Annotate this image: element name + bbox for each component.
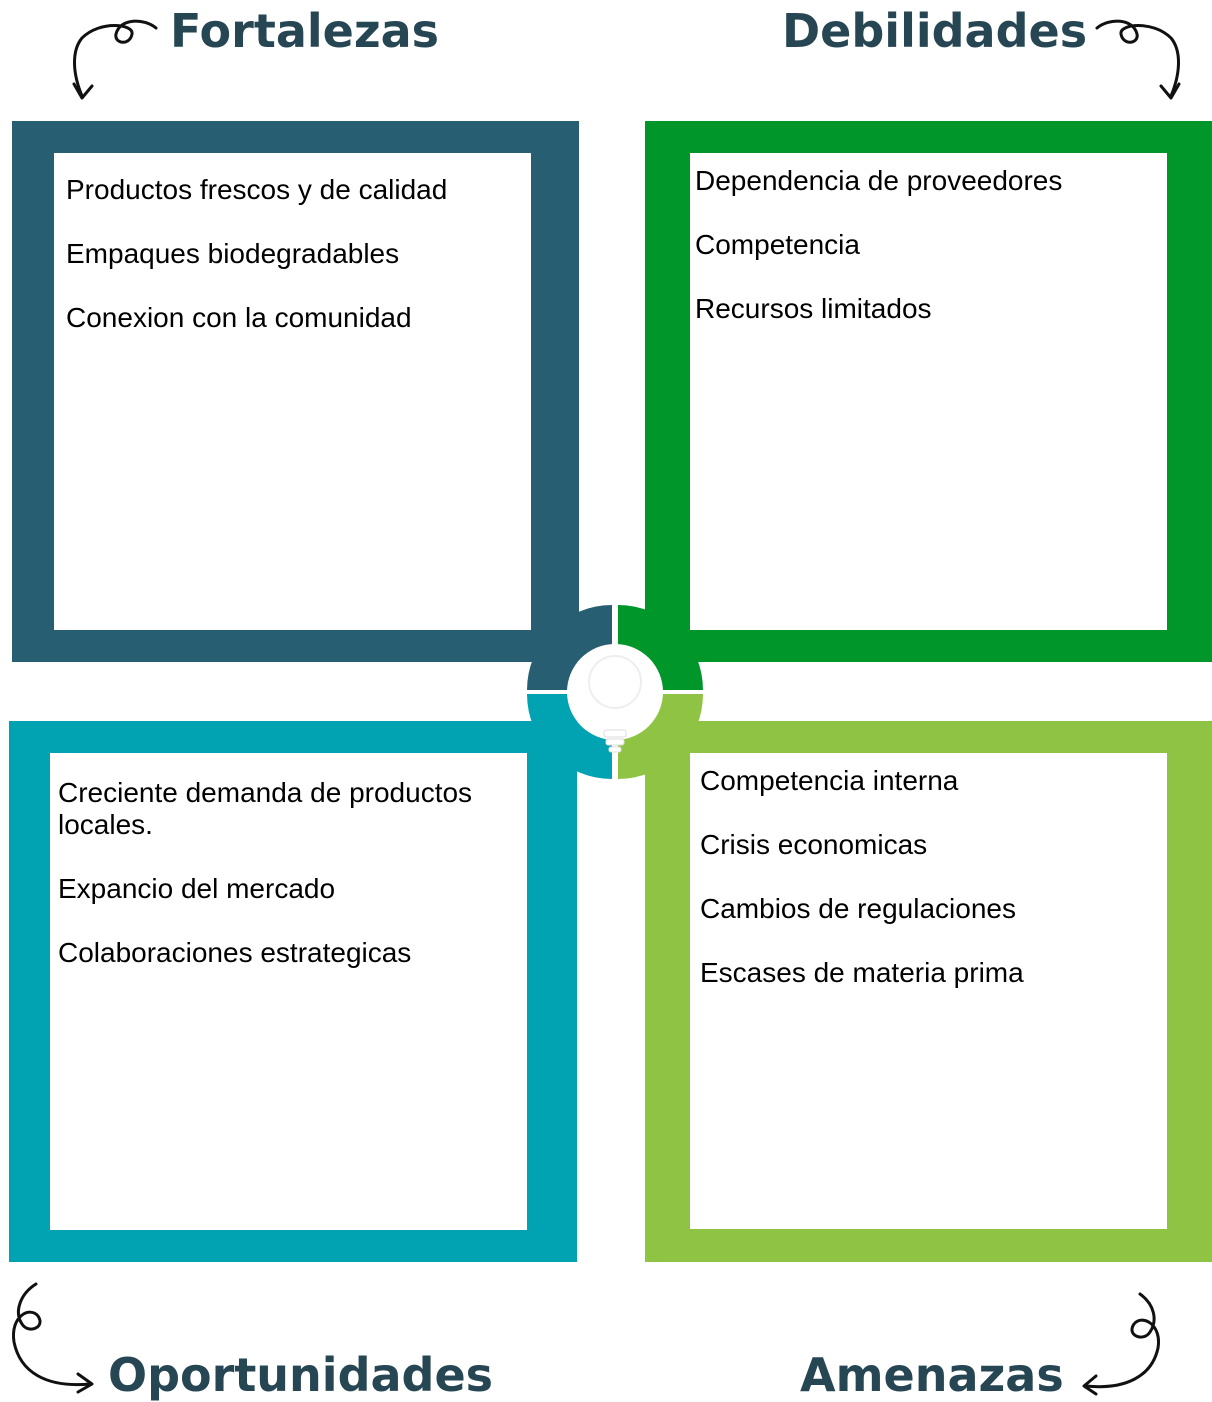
curly-arrow-icon-fortalezas — [72, 19, 158, 100]
curly-arrow-icon-debilidades — [1095, 19, 1181, 100]
list-item: Competencia — [695, 229, 860, 260]
oportunidades-list: Creciente demanda de productos locales. … — [58, 777, 538, 1001]
oportunidades-box: Creciente demanda de productos locales. … — [9, 721, 577, 1262]
list-item: Crisis economicas — [700, 829, 928, 860]
fortalezas-list: Productos frescos y de calidad Empaques … — [66, 174, 447, 366]
lightbulb-icon — [581, 648, 649, 753]
debilidades-list: Dependencia de proveedores Competencia R… — [695, 165, 1062, 357]
list-item: Expancio del mercado — [58, 873, 336, 904]
amenazas-box: Competencia interna Crisis economicas Ca… — [645, 721, 1212, 1262]
list-item: Conexion con la comunidad — [66, 302, 412, 333]
amenazas-list: Competencia interna Crisis economicas Ca… — [700, 765, 1024, 1021]
heading-amenazas: Amenazas — [800, 1348, 1064, 1402]
list-item: Escases de materia prima — [700, 957, 1024, 988]
list-item: Colaboraciones estrategicas — [58, 937, 412, 968]
heading-oportunidades: Oportunidades — [108, 1348, 494, 1402]
list-item: Dependencia de proveedores — [695, 165, 1063, 196]
list-item: Recursos limitados — [695, 293, 932, 324]
list-item: Productos frescos y de calidad — [66, 174, 448, 205]
list-item: Cambios de regulaciones — [700, 893, 1016, 924]
list-item: Creciente demanda de productos locales. — [58, 777, 473, 840]
curly-arrow-icon-amenazas — [1082, 1292, 1160, 1396]
fortalezas-box: Productos frescos y de calidad Empaques … — [12, 121, 579, 662]
heading-debilidades: Debilidades — [782, 4, 1088, 58]
curly-arrow-icon-oportunidades — [12, 1282, 94, 1394]
list-item: Competencia interna — [700, 765, 959, 796]
heading-fortalezas: Fortalezas — [170, 4, 440, 58]
debilidades-box: Dependencia de proveedores Competencia R… — [645, 121, 1212, 662]
list-item: Empaques biodegradables — [66, 238, 400, 269]
